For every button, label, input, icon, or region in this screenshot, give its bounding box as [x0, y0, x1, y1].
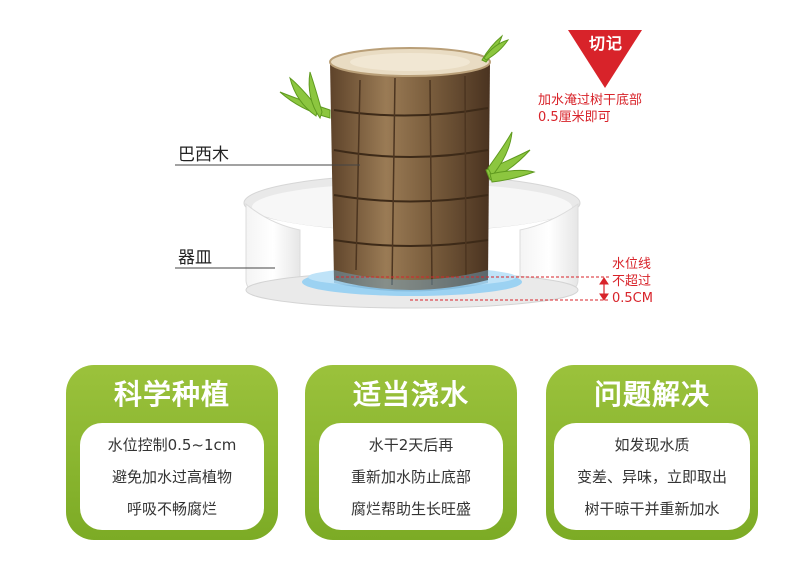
card-line: 呼吸不畅腐烂 — [126, 499, 217, 518]
sprout-icon — [279, 34, 536, 183]
card-line: 腐烂帮助生长旺盛 — [350, 499, 471, 518]
card-line: 避免加水过高植物 — [111, 467, 232, 486]
card-body: 水干2天后再 重新加水防止底部 腐烂帮助生长旺盛 — [319, 423, 503, 530]
care-card: 科学种植 水位控制0.5~1cm 避免加水过高植物 呼吸不畅腐烂 — [66, 365, 278, 540]
card-line: 重新加水防止底部 — [350, 467, 471, 486]
double-arrow-icon — [599, 277, 609, 301]
card-body: 水位控制0.5~1cm 避免加水过高植物 呼吸不畅腐烂 — [80, 423, 264, 530]
water-level-line: 0.5CM — [612, 291, 653, 306]
card-line: 树干晾干并重新加水 — [584, 499, 720, 518]
warning-note-line: 加水淹过树干底部 — [538, 93, 643, 108]
dish-label: 器皿 — [178, 248, 212, 268]
card-title: 适当浇水 — [352, 378, 469, 411]
card-body: 如发现水质 变差、异味，立即取出 树干晾干并重新加水 — [554, 423, 750, 530]
care-card: 问题解决 如发现水质 变差、异味，立即取出 树干晾干并重新加水 — [546, 365, 758, 540]
water-level-line: 不超过 — [612, 274, 652, 289]
card-line: 变差、异味，立即取出 — [576, 467, 727, 486]
card-title: 问题解决 — [593, 378, 710, 411]
care-card: 适当浇水 水干2天后再 重新加水防止底部 腐烂帮助生长旺盛 — [305, 365, 517, 540]
warning-note: 加水淹过树干底部 0.5厘米即可 — [538, 92, 642, 126]
card-line: 水干2天后再 — [368, 435, 454, 454]
water-level-line: 水位线 — [612, 257, 652, 272]
warning-badge: 切记 — [588, 34, 623, 53]
card-line: 水位控制0.5~1cm — [107, 435, 237, 454]
brazilwood-illustration — [175, 30, 642, 309]
warning-note-line: 0.5厘米即可 — [538, 110, 611, 125]
trunk-icon — [329, 47, 491, 292]
card-line: 如发现水质 — [614, 435, 690, 454]
water-level-note: 水位线 不超过 0.5CM — [612, 256, 653, 307]
plant-label: 巴西木 — [178, 145, 229, 165]
warning-triangle-icon — [568, 30, 642, 88]
card-title: 科学种植 — [113, 378, 230, 411]
